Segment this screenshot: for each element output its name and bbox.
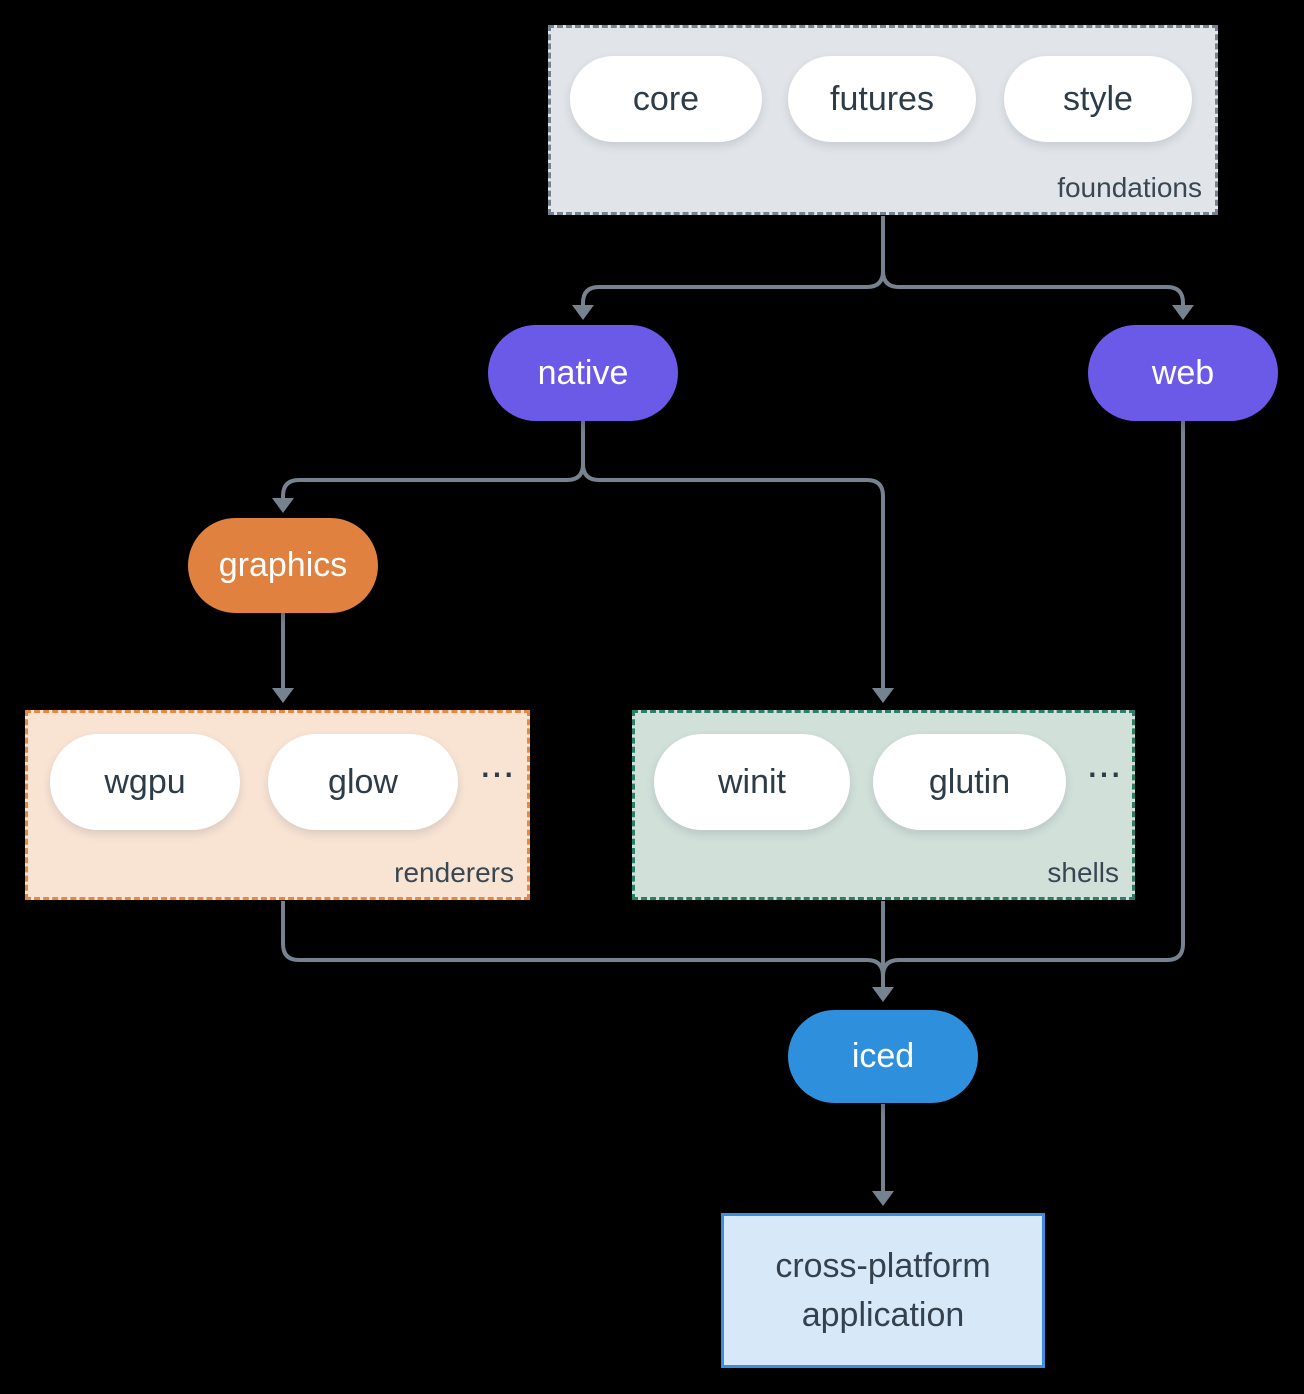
- application-label-line2: application: [801, 1295, 965, 1334]
- node-wgpu: wgpu: [50, 734, 240, 830]
- node-winit: winit: [654, 734, 850, 830]
- arrowhead-application: [872, 1191, 894, 1206]
- arrowhead-renderers: [272, 688, 294, 703]
- group-shells: winit glutin ... shells: [632, 710, 1135, 900]
- arrowhead-native: [572, 305, 594, 320]
- node-glow: glow: [268, 734, 458, 830]
- node-native: native: [488, 325, 678, 421]
- arrowhead-web: [1172, 305, 1194, 320]
- node-wgpu-label: wgpu: [104, 762, 186, 801]
- group-renderers-label: renderers: [394, 857, 514, 888]
- node-futures: futures: [788, 56, 976, 142]
- node-winit-label: winit: [717, 762, 787, 801]
- node-iced: iced: [788, 1010, 978, 1103]
- node-graphics-label: graphics: [218, 546, 348, 584]
- edge-native-graphics: [281, 421, 585, 500]
- shells-ellipsis: ...: [1086, 739, 1122, 786]
- node-core-label: core: [632, 79, 700, 118]
- node-glutin: glutin: [873, 734, 1066, 830]
- application-label-line1: cross-platform: [775, 1246, 991, 1285]
- group-renderers: wgpu glow ... renderers: [25, 710, 530, 900]
- edge-native-shells: [581, 421, 885, 690]
- edge-foundations-native: [581, 216, 885, 307]
- node-style-label: style: [1063, 79, 1133, 118]
- node-glutin-label: glutin: [928, 762, 1011, 801]
- node-core: core: [570, 56, 762, 142]
- node-cross-platform-application: cross-platform application: [721, 1213, 1045, 1368]
- arrowhead-graphics: [272, 498, 294, 513]
- edge-foundations-web: [881, 216, 1185, 307]
- node-graphics: graphics: [188, 518, 378, 613]
- renderers-ellipsis: ...: [479, 739, 515, 786]
- node-style: style: [1004, 56, 1192, 142]
- node-native-label: native: [537, 353, 629, 392]
- group-foundations-label: foundations: [1057, 172, 1202, 203]
- arrowhead-iced: [872, 987, 894, 1002]
- node-futures-label: futures: [830, 79, 934, 118]
- node-iced-label: iced: [851, 1037, 915, 1075]
- node-glow-label: glow: [328, 762, 398, 801]
- node-web: web: [1088, 325, 1278, 421]
- edge-renderers-iced: [281, 901, 885, 989]
- group-shells-label: shells: [1047, 857, 1119, 888]
- arrowhead-shells: [872, 688, 894, 703]
- node-web-label: web: [1151, 353, 1215, 392]
- group-foundations: core futures style foundations: [548, 25, 1218, 215]
